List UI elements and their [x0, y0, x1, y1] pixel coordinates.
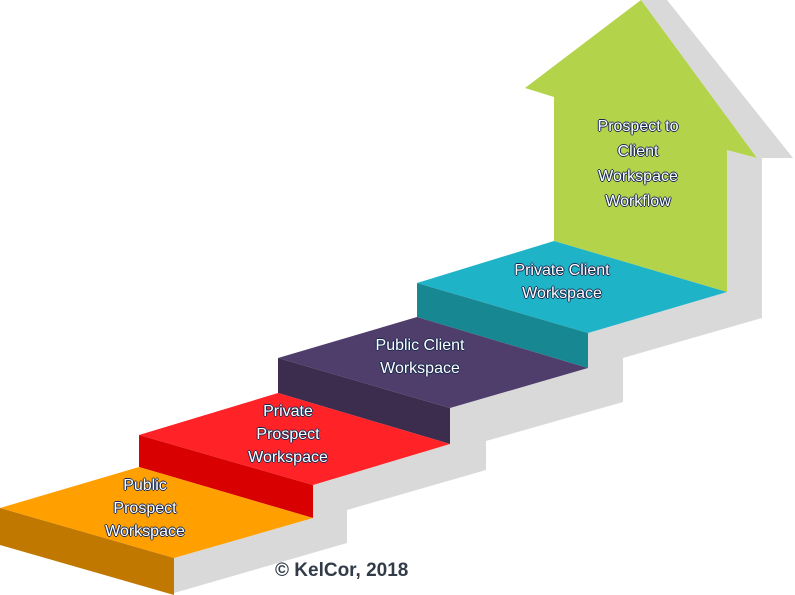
step-2-label: Private Prospect Workspace — [248, 400, 328, 469]
step-label-line: Prospect — [256, 426, 320, 443]
step-label-line: Public Client — [375, 337, 465, 354]
copyright-text: © KelCor, 2018 — [275, 560, 409, 581]
step-4-front — [417, 283, 588, 368]
step-label-line: Workspace — [522, 285, 602, 302]
step-label-line: Private — [263, 403, 313, 420]
step-3-label: Public Client Workspace — [376, 334, 465, 380]
step-1-label: Public Prospect Workspace — [105, 474, 185, 543]
title-line: Workflow — [605, 193, 671, 210]
arrow-title: Prospect to Client Workspace Workflow — [598, 115, 679, 213]
step-4-label: Private Client Workspace — [514, 259, 609, 305]
title-line: Client — [617, 143, 659, 160]
step-label-line: Public — [123, 477, 167, 494]
step-label-line: Workspace — [105, 523, 185, 540]
arrow-shape — [525, 0, 757, 292]
step-1-front — [0, 508, 174, 595]
title-line: Prospect to — [597, 118, 679, 135]
step-2-front — [139, 435, 313, 518]
step-1-top — [0, 467, 313, 558]
step-3-front — [278, 358, 450, 444]
title-line: Workspace — [598, 168, 678, 185]
step-label-line: Prospect — [113, 500, 177, 517]
step-label-line: Private Client — [514, 262, 610, 279]
step-2-top — [139, 393, 450, 485]
step-3-top — [278, 317, 588, 408]
step-label-line: Workspace — [248, 449, 328, 466]
step-label-line: Workspace — [380, 360, 460, 377]
step-4-top — [417, 241, 727, 333]
